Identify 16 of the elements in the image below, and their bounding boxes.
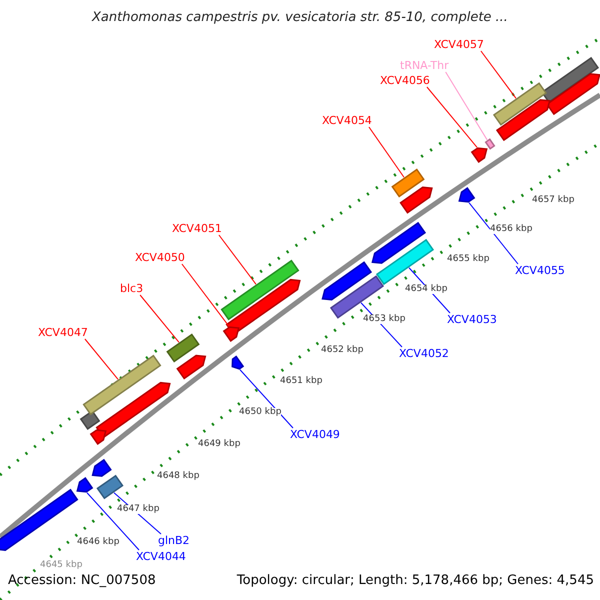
footer-text: Accession: NC_007508 [8,574,156,586]
title: Xanthomonas campestris pv. vesicatoria str. 85-10, complete ... [90,11,509,24]
tick-label: 4655 kbp [447,254,490,264]
tick-label: 4657 kbp [532,196,574,204]
tick-label: 4654 kbp [405,284,448,294]
footer-text: Topology: circular; Length: 5,178,466 bp; Genes: 4,545 [236,574,594,586]
tick-label: 4652 kbp [321,346,364,354]
tick-label: 4647 kbp [117,504,160,514]
tick-label: 4648 kbp [157,472,200,480]
tick-label: 4649 kbp [198,440,240,448]
tick-label: 4656 kbp [490,224,532,234]
tick-label: 4645 kbp [40,560,82,570]
tick-label: 4650 kbp [239,408,282,416]
tick-label: 4653 kbp [363,314,406,324]
tick-label: 4651 kbp [280,376,322,386]
tick-label: 4646 kbp [77,538,120,546]
